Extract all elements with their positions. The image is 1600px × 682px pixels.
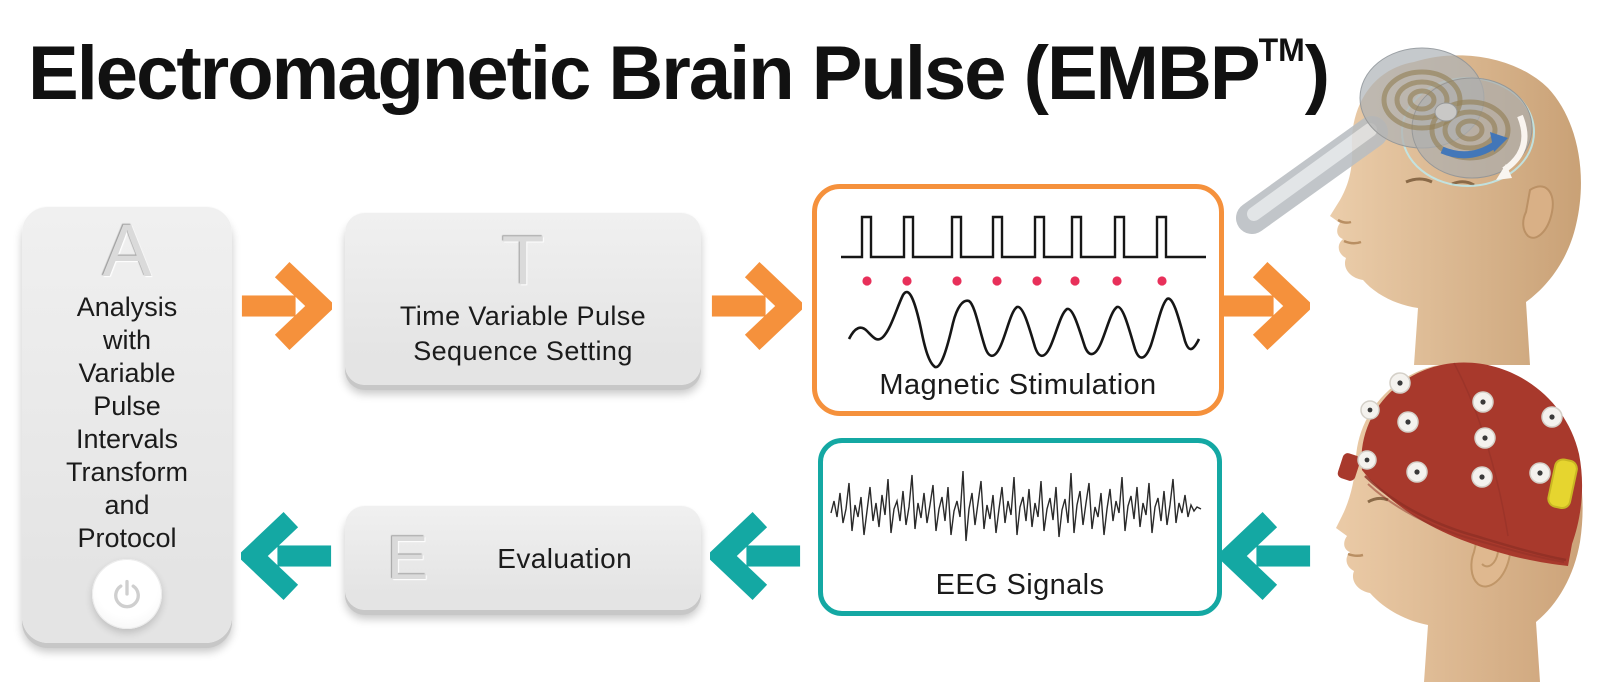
power-icon [114, 579, 140, 609]
rotation-arrow-white [1496, 114, 1528, 180]
tms-head-illustration [1236, 47, 1581, 365]
node-eeg-signals: EEG Signals [818, 438, 1222, 616]
pulse-dots [862, 276, 1167, 286]
ear-clip [1547, 458, 1578, 510]
letter-e-badge: E [387, 523, 429, 593]
page-title-text: Electromagnetic Brain Pulse (EMBP [28, 31, 1261, 116]
arrow-stimulation-to-head [1219, 261, 1310, 351]
arrow-analysis-to-time [241, 261, 332, 351]
stimulation-graph [841, 215, 1206, 369]
rotation-arrow-blue [1440, 132, 1508, 159]
arrow-evaluation-to-analysis [241, 511, 332, 601]
trademark-symbol: TM [1258, 32, 1305, 68]
node-analysis: A Analysis with Variable Pulse Intervals… [22, 206, 232, 643]
analysis-label: Analysis with Variable Pulse Intervals T… [65, 292, 188, 553]
time-setting-label: Time Variable Pulse Sequence Setting [399, 301, 647, 366]
arrow-time-to-stimulation [711, 261, 802, 351]
power-button[interactable] [92, 559, 162, 629]
page-title: Electromagnetic Brain Pulse (EMBPTM) [28, 30, 1330, 117]
node-evaluation: E Evaluation [345, 505, 701, 610]
eeg-electrodes [1357, 372, 1563, 488]
tms-coil [1236, 47, 1535, 234]
letter-a-badge: A [102, 209, 152, 292]
eeg-cap [1337, 362, 1583, 566]
arrow-eeg-to-evaluation [710, 511, 801, 601]
node-magnetic-stimulation: Magnetic Stimulation [812, 184, 1224, 416]
evaluation-label: Evaluation [497, 542, 633, 574]
magnetic-stimulation-label: Magnetic Stimulation [879, 369, 1157, 401]
eeg-signals-label: EEG Signals [935, 569, 1105, 601]
page-title-close: ) [1304, 31, 1330, 116]
eeg-graph [830, 470, 1202, 542]
eeg-cap-head-illustration [1336, 362, 1583, 682]
arrow-head-to-eeg [1220, 511, 1311, 601]
pulse-train-icon [841, 215, 1206, 259]
stimulation-wave-icon [847, 290, 1201, 369]
letter-t-badge: T [501, 221, 545, 299]
ear [1522, 185, 1554, 239]
node-time-setting: T Time Variable Pulse Sequence Setting [345, 212, 701, 385]
eeg-waveform-icon [830, 470, 1202, 542]
